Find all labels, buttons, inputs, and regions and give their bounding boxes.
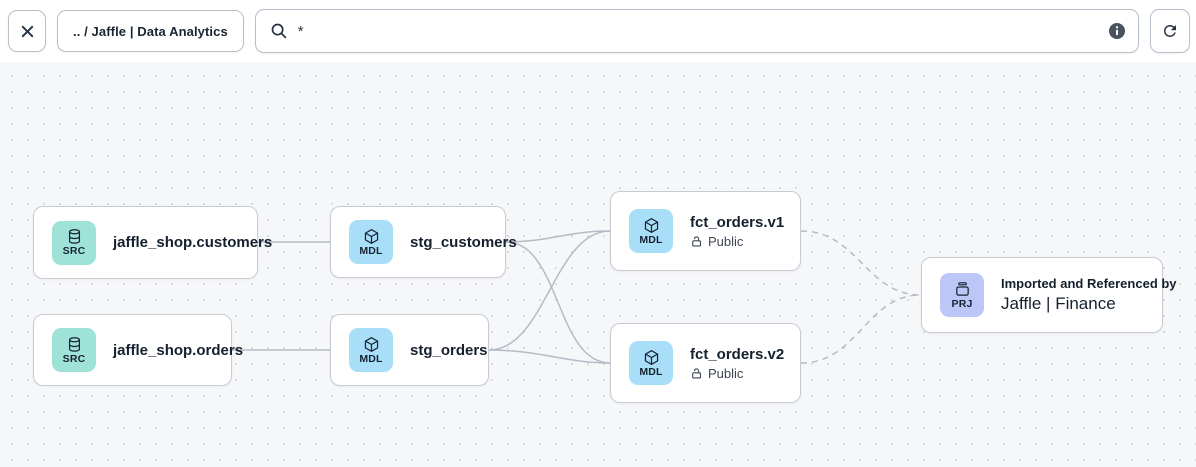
edge-v1-project xyxy=(800,230,922,296)
access-row: Public xyxy=(690,366,784,381)
project-badge: PRJ xyxy=(940,273,984,317)
search-box[interactable] xyxy=(254,9,1139,53)
access-label: Public xyxy=(708,233,744,249)
open-lock-icon xyxy=(692,235,702,247)
node-title: stg_customers xyxy=(410,233,517,251)
cube-icon xyxy=(644,217,658,233)
model-badge: MDL xyxy=(629,341,673,385)
cube-icon xyxy=(644,349,658,365)
badge-label: MDL xyxy=(359,352,383,365)
close-button[interactable] xyxy=(8,10,46,52)
search-icon xyxy=(271,23,287,39)
access-row: Public xyxy=(690,234,784,249)
badge-label: MDL xyxy=(359,244,383,257)
cube-icon xyxy=(364,228,378,244)
node-jaffle-shop-customers[interactable]: SRC jaffle_shop.customers xyxy=(33,206,272,279)
project-title: Jaffle | Finance xyxy=(1001,294,1116,313)
model-badge: MDL xyxy=(349,220,393,264)
lineage-canvas[interactable]: SRC jaffle_shop.customers SRC jaffle_sho… xyxy=(0,62,1196,467)
edge-layer xyxy=(232,230,922,364)
model-badge: MDL xyxy=(349,328,393,372)
database-icon xyxy=(68,336,80,352)
access-label: Public xyxy=(708,365,744,381)
badge-label: SRC xyxy=(62,352,86,365)
breadcrumb-button[interactable]: .. / Jaffle | Data Analytics xyxy=(57,10,244,52)
node-title: jaffle_shop.customers xyxy=(113,234,273,251)
database-icon xyxy=(68,229,80,244)
node-title: jaffle_shop.orders xyxy=(113,341,244,359)
source-badge: SRC xyxy=(52,328,96,372)
project-eyebrow: Imported and Referenced by xyxy=(1001,276,1177,291)
node-stg-customers[interactable]: MDL stg_customers xyxy=(330,206,517,278)
edge-v2-project xyxy=(800,294,922,364)
refresh-button[interactable] xyxy=(1150,9,1190,53)
edge-stgcustomers-v1 xyxy=(505,230,611,243)
breadcrumb-label: .. / Jaffle | Data Analytics xyxy=(73,23,228,39)
info-icon[interactable] xyxy=(1108,22,1126,40)
node-fct-orders-v2[interactable]: MDL fct_orders.v2 Public xyxy=(610,323,801,403)
edge-stgcustomers-v2 xyxy=(505,241,611,364)
search-input[interactable] xyxy=(297,10,1108,52)
refresh-icon xyxy=(1164,25,1176,37)
cube-icon xyxy=(364,336,378,352)
edge-stgorders-v2 xyxy=(488,349,611,364)
model-badge: MDL xyxy=(629,209,673,253)
node-stg-orders[interactable]: MDL stg_orders xyxy=(330,314,489,386)
badge-label: SRC xyxy=(62,245,86,258)
badge-label: PRJ xyxy=(951,297,973,310)
project-icon xyxy=(955,281,969,296)
node-title: fct_orders.v1 xyxy=(690,213,785,231)
source-badge: SRC xyxy=(52,220,96,265)
node-project-jaffle-finance[interactable]: PRJ Imported and Referenced by Jaffle | … xyxy=(921,257,1177,333)
badge-label: MDL xyxy=(639,365,663,378)
open-lock-icon xyxy=(692,367,702,379)
node-fct-orders-v1[interactable]: MDL fct_orders.v1 Public xyxy=(610,191,801,271)
close-icon xyxy=(21,25,33,37)
node-jaffle-shop-orders[interactable]: SRC jaffle_shop.orders xyxy=(33,314,243,386)
edge-stgorders-v1 xyxy=(488,230,611,351)
node-title: fct_orders.v2 xyxy=(690,345,785,363)
node-title: stg_orders xyxy=(410,341,488,359)
badge-label: MDL xyxy=(639,233,663,246)
toolbar: .. / Jaffle | Data Analytics xyxy=(0,0,1196,62)
